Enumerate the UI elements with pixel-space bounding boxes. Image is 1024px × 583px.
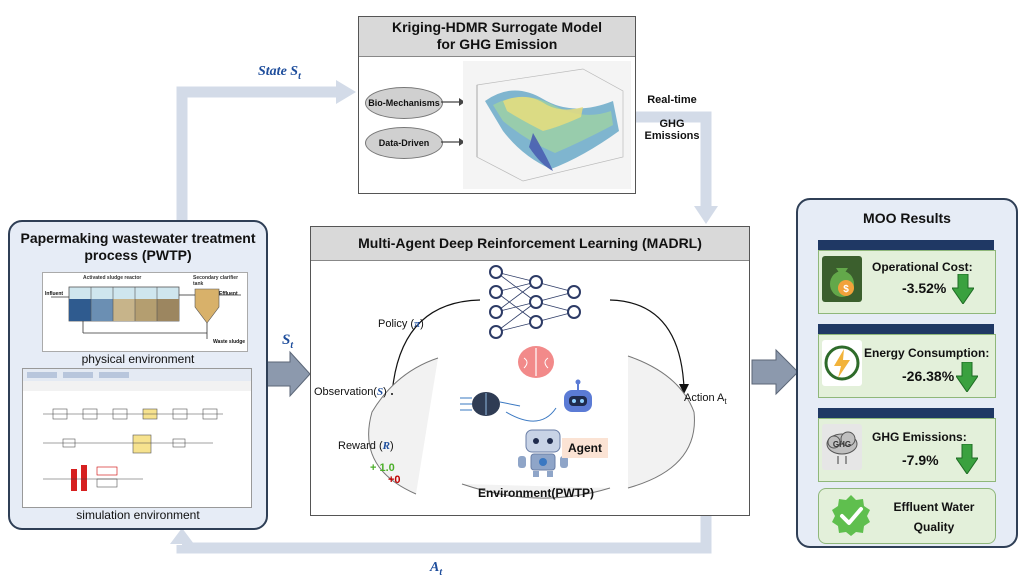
state-top-label: State St [258, 64, 301, 82]
data-driven-ellipse: Data-Driven [365, 127, 443, 159]
schematic-waste: Waste sludge [213, 339, 246, 345]
reward-label: Reward (R) [338, 440, 394, 452]
ghg-flow-arrow [636, 111, 712, 208]
reward-positive: + 1.0 [370, 462, 395, 474]
cost-value: -3.52% [902, 280, 947, 296]
pwtp-title: Papermaking wastewater treatment process… [20, 230, 256, 263]
bio-mechanisms-ellipse: Bio-Mechanisms [365, 87, 443, 119]
simulation-screenshot [22, 368, 252, 508]
state-flow-arrowhead [336, 80, 356, 104]
robot-head-icon [564, 379, 592, 412]
surrogate-panel: Kriging-HDMR Surrogate Model for GHG Emi… [358, 16, 636, 194]
svg-text:$: $ [843, 284, 849, 295]
energy-value: -26.38% [902, 368, 955, 384]
ghg-icon-text: GHG [832, 440, 852, 449]
action-bottom-label: At [430, 560, 443, 578]
agent-robot-icon [518, 429, 568, 477]
brain-icon-pink [518, 346, 554, 378]
action-flow-arrowhead [170, 528, 194, 544]
simulation-caption: simulation environment [76, 508, 200, 522]
check-badge-icon [832, 495, 870, 536]
ghg-cloud-icon [822, 424, 862, 470]
ghg-down-arrow-icon [956, 444, 978, 474]
energy-down-arrow-icon [956, 362, 978, 392]
moo-block-arrow [751, 348, 799, 396]
action-label: Action At [684, 392, 727, 407]
neural-network [489, 265, 581, 339]
simulink-drawing [23, 369, 251, 491]
pwtp-panel: Papermaking wastewater treatment process… [8, 220, 268, 530]
madrl-diagram [368, 265, 695, 499]
ghg-value: -7.9% [902, 452, 939, 468]
moo-title: MOO Results [863, 210, 951, 226]
surrogate-surface-plot [463, 61, 631, 189]
ghg-band [818, 408, 994, 418]
energy-label: Energy Consumption: [864, 346, 990, 360]
energy-bolt-icon [822, 340, 862, 386]
schematic-influent: Influent [45, 291, 64, 297]
physical-caption: physical environment [81, 352, 195, 366]
effluent-label: Effluent Water Quality [893, 500, 975, 534]
madrl-title: Multi-Agent Deep Reinforcement Learning … [311, 227, 749, 261]
money-bag-icon: $ [822, 256, 862, 302]
schematic-clarifier: Secondary clarifier tank [193, 275, 239, 287]
reactor-schematic-drawing [51, 286, 241, 339]
state-flow-arrow [176, 86, 340, 220]
brain-icon-dark [460, 392, 521, 416]
physical-schematic: Activated sludge reactor Secondary clari… [42, 272, 248, 352]
cost-band [818, 240, 994, 250]
realtime-ghg-label: Real-time GHG Emissions [644, 94, 700, 142]
cost-label: Operational Cost: [872, 260, 973, 274]
ghg-label: GHG Emissions: [872, 430, 967, 444]
ellipse-connectors [441, 98, 465, 146]
cost-down-arrow-icon [952, 274, 974, 304]
st-block-arrow [265, 350, 311, 398]
agent-label: Agent [562, 438, 608, 458]
ghg-flow-arrowhead [694, 206, 718, 224]
environment-label: Environment(PWTP) [478, 486, 594, 500]
reward-zero: +0 [388, 474, 401, 486]
policy-label: Policy (π) [378, 318, 424, 330]
schematic-effluent: Effluent [219, 291, 238, 297]
state-left-label: St [282, 332, 294, 351]
energy-band [818, 324, 994, 334]
schematic-header: Activated sludge reactor [83, 275, 142, 281]
observation-label: Observation(S) [314, 386, 387, 398]
surrogate-title: Kriging-HDMR Surrogate Model for GHG Emi… [359, 17, 635, 57]
